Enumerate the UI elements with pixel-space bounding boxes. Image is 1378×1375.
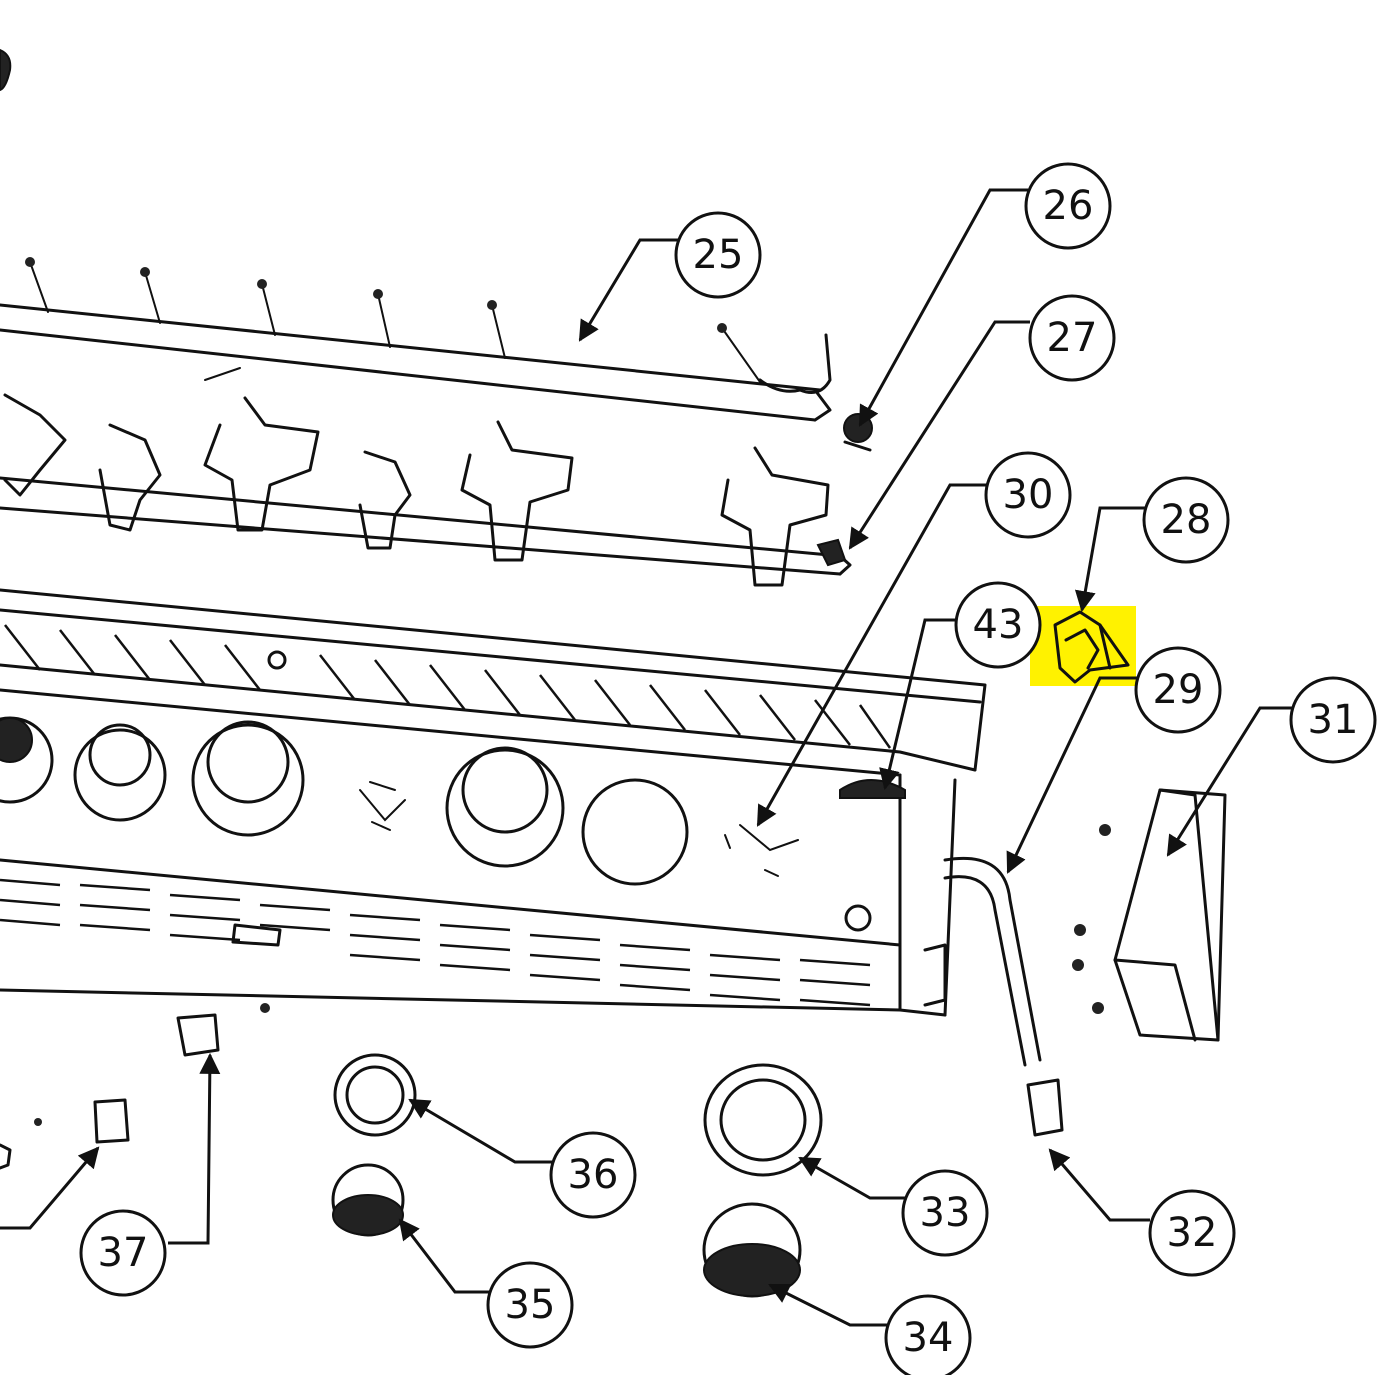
- callout-26: 26: [1024, 162, 1112, 250]
- side-cover: [1072, 788, 1227, 1042]
- callout-25: 25: [674, 211, 762, 299]
- corner-fragment: [0, 48, 12, 92]
- callout-37: 37: [79, 1209, 167, 1297]
- callout-31: 31: [1289, 676, 1377, 764]
- vent-slots-upper: [4, 624, 892, 749]
- control-panel: [0, 588, 987, 1017]
- vent-slots-lower: [0, 878, 871, 1007]
- manifold-rod: [0, 257, 832, 422]
- highlight-box: [1030, 606, 1136, 686]
- svg-text:30: 30: [1003, 472, 1054, 518]
- gas-hose: [943, 856, 1064, 1137]
- callout-33: 33: [901, 1169, 989, 1257]
- control-knobs: [0, 716, 565, 868]
- svg-text:43: 43: [973, 602, 1024, 648]
- svg-text:31: 31: [1308, 697, 1359, 743]
- svg-text:26: 26: [1043, 183, 1094, 229]
- callout-29: 29: [1134, 646, 1222, 734]
- svg-text:33: 33: [920, 1190, 971, 1236]
- callout-28: 28: [1142, 476, 1230, 564]
- svg-text:32: 32: [1167, 1210, 1218, 1256]
- callout-34: 34: [884, 1294, 972, 1375]
- callout-35: 35: [486, 1261, 574, 1349]
- svg-text:35: 35: [505, 1282, 556, 1328]
- svg-text:28: 28: [1161, 497, 1212, 543]
- callout-36: 36: [549, 1131, 637, 1219]
- fitting-part: [843, 413, 873, 452]
- svg-text:37: 37: [98, 1230, 149, 1276]
- valve-assembly: [0, 393, 852, 587]
- svg-text:27: 27: [1047, 315, 1098, 361]
- callout-32: 32: [1148, 1189, 1236, 1277]
- svg-text:29: 29: [1153, 667, 1204, 713]
- bezels-and-knobs-loose: [0, 1003, 823, 1298]
- svg-text:34: 34: [903, 1315, 954, 1361]
- callout-27: 27: [1028, 294, 1116, 382]
- svg-text:25: 25: [693, 232, 744, 278]
- callout-30: 30: [984, 451, 1072, 539]
- leader-lines: [0, 188, 1295, 1327]
- svg-text:36: 36: [568, 1152, 619, 1198]
- callout-43: 43: [954, 581, 1042, 669]
- bracket-part-28: [1053, 610, 1130, 684]
